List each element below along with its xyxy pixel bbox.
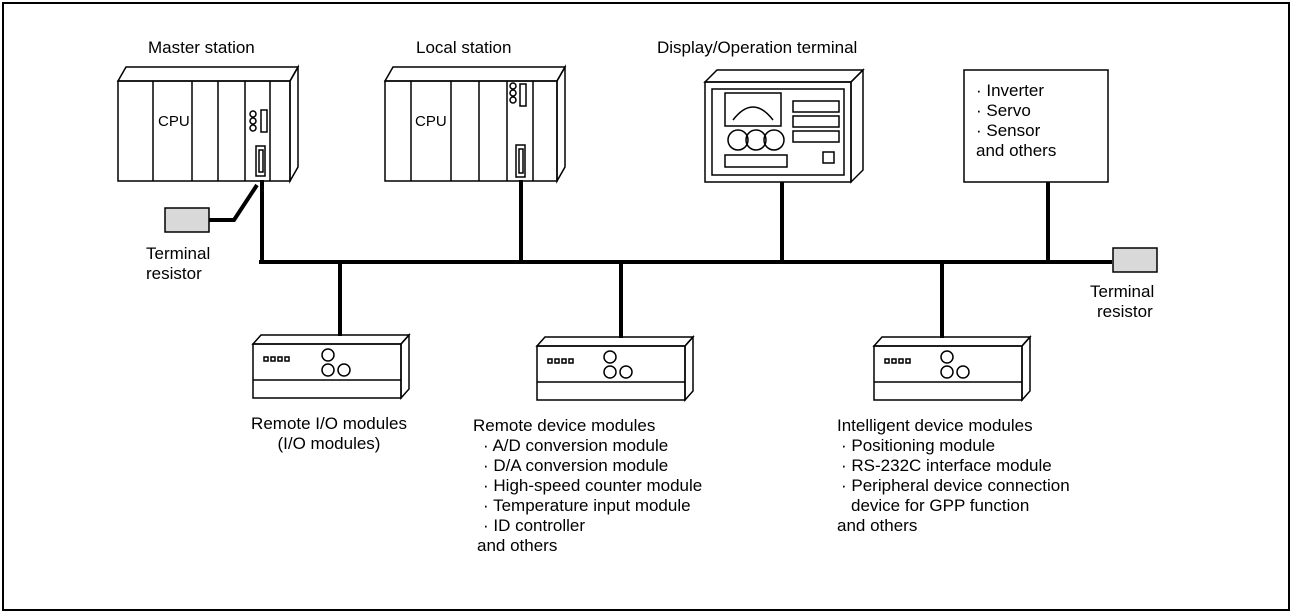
remote-device-module-graphic [535, 335, 695, 402]
master-station-rack [116, 64, 300, 184]
terminal-resistor-right [1112, 247, 1158, 273]
remote-io-module-graphic [251, 333, 411, 400]
intelligent-device-item: · RS-232C interface module [841, 456, 1052, 475]
intelligent-device-title: Intelligent device modules [837, 416, 1033, 435]
remote-device-item: · D/A conversion module [483, 456, 669, 475]
field-device-item: · Inverter [976, 81, 1045, 100]
terminal-resistor-left [164, 207, 210, 233]
terminal-resistor-left-label: Terminal resistor [146, 244, 210, 284]
field-device-item: · Servo [976, 101, 1031, 120]
terminal-resistor-left-line2: resistor [146, 264, 202, 283]
intelligent-device-item: · Positioning module [841, 436, 996, 455]
remote-device-item: · ID controller [483, 516, 586, 535]
remote-device-item: · A/D conversion module [483, 436, 669, 455]
terminal-resistor-left-line1: Terminal [146, 244, 211, 263]
remote-device-item: and others [477, 536, 558, 555]
intelligent-device-item: and others [837, 516, 918, 535]
field-devices-list: · Inverter · Servo · Sensor and others [976, 81, 1056, 161]
terminal-resistor-right-line2: resistor [1097, 302, 1153, 321]
remote-io-label: Remote I/O modules (I/O modules) [229, 414, 429, 454]
remote-io-line1: Remote I/O modules [251, 414, 407, 433]
remote-device-item: · High-speed counter module [483, 476, 703, 495]
intelligent-device-item: device for GPP function [851, 496, 1030, 515]
display-terminal-graphic [703, 68, 865, 184]
terminal-resistor-right-line1: Terminal [1090, 282, 1155, 301]
field-devices-box [963, 69, 1109, 183]
remote-device-title: Remote device modules [473, 416, 656, 435]
remote-device-label: Remote device modules · A/D conversion m… [473, 416, 702, 556]
display-terminal-label: Display/Operation terminal [657, 38, 858, 57]
intelligent-device-item: · Peripheral device connection [841, 476, 1070, 495]
field-device-item: and others [976, 141, 1057, 160]
remote-device-item: · Temperature input module [483, 496, 691, 515]
intelligent-device-label: Intelligent device modules · Positioning… [837, 416, 1070, 536]
local-cpu-label: CPU [415, 113, 447, 130]
remote-io-line2: (I/O modules) [277, 434, 381, 453]
field-device-item: · Sensor [976, 121, 1041, 140]
intelligent-device-module-graphic [872, 335, 1032, 402]
local-station-label: Local station [416, 38, 512, 57]
terminal-resistor-right-label: Terminal resistor [1090, 282, 1154, 322]
master-station-label: Master station [148, 38, 255, 57]
local-station-rack [383, 64, 567, 184]
master-cpu-label: CPU [158, 113, 190, 130]
